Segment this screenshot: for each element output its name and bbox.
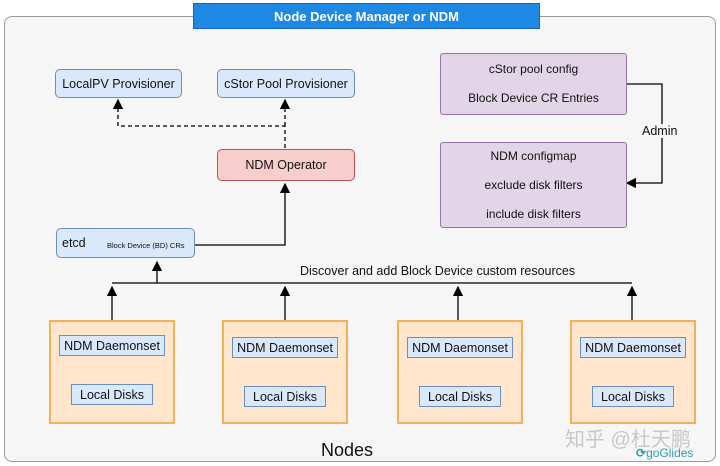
local-disks-box: Local Disks	[419, 386, 501, 407]
ndm-daemonset-label: NDM Daemonset	[237, 340, 333, 355]
ndm-daemonset-label: NDM Daemonset	[412, 340, 508, 355]
operator-to-localpv-dashed	[112, 98, 286, 148]
configmap-line2: exclude disk filters	[484, 177, 583, 192]
discover-label: Discover and add Block Device custom res…	[300, 264, 576, 278]
configmap-line3: include disk filters	[486, 206, 581, 221]
ndm-operator-label: NDM Operator	[245, 158, 327, 172]
local-disks-box: Local Disks	[592, 386, 674, 407]
ndm-daemonset-box: NDM Daemonset	[59, 335, 165, 356]
ndm-daemonset-label: NDM Daemonset	[64, 338, 160, 353]
configmap-line1: NDM configmap	[490, 148, 577, 163]
admin-label: Admin	[640, 124, 680, 138]
node-box: NDM Daemonset Local Disks	[49, 320, 175, 424]
ndm-daemonset-label: NDM Daemonset	[585, 340, 681, 355]
cstor-provisioner-box: cStor Pool Provisioner	[217, 69, 355, 98]
goglides-icon: ⟳	[636, 446, 647, 460]
etcd-sublabel: Block Device (BD) CRs	[107, 241, 185, 250]
watermark-text: 知乎 @杜天鹏	[565, 429, 691, 451]
ndm-configmap-box: NDM configmap exclude disk filters inclu…	[440, 142, 627, 228]
local-disks-label: Local Disks	[80, 387, 144, 402]
etcd-box: etcd Block Device (BD) CRs	[56, 228, 195, 258]
local-disks-label: Local Disks	[428, 389, 492, 404]
node-box: NDM Daemonset Local Disks	[397, 320, 523, 424]
local-disks-box: Local Disks	[244, 386, 326, 407]
etcd-label: etcd	[62, 236, 86, 250]
ndm-daemonset-box: NDM Daemonset	[407, 337, 513, 358]
pool-config-line1: cStor pool config	[488, 62, 579, 76]
cstor-provisioner-label: cStor Pool Provisioner	[224, 76, 348, 91]
goglides-label: goGlides	[646, 446, 694, 460]
nodes-label: Nodes	[321, 440, 374, 460]
ndm-daemonset-box: NDM Daemonset	[580, 337, 686, 358]
goglides-logo: ⟳goGlides	[636, 446, 693, 460]
node-box: NDM Daemonset Local Disks	[570, 320, 696, 424]
local-disks-label: Local Disks	[601, 389, 665, 404]
localpv-provisioner-box: LocalPV Provisioner	[55, 69, 182, 98]
localpv-provisioner-label: LocalPV Provisioner	[62, 76, 175, 91]
local-disks-box: Local Disks	[71, 384, 153, 405]
etcd-to-operator-arrow	[195, 182, 291, 246]
local-disks-label: Local Disks	[253, 389, 317, 404]
pool-config-line2: Block Device CR Entries	[468, 91, 599, 105]
cstor-pool-config-box: cStor pool config Block Device CR Entrie…	[440, 53, 627, 115]
ndm-operator-box: NDM Operator	[217, 149, 355, 181]
ndm-daemonset-box: NDM Daemonset	[232, 337, 338, 358]
title-banner: Node Device Manager or NDM	[193, 3, 540, 29]
node-box: NDM Daemonset Local Disks	[222, 320, 348, 424]
